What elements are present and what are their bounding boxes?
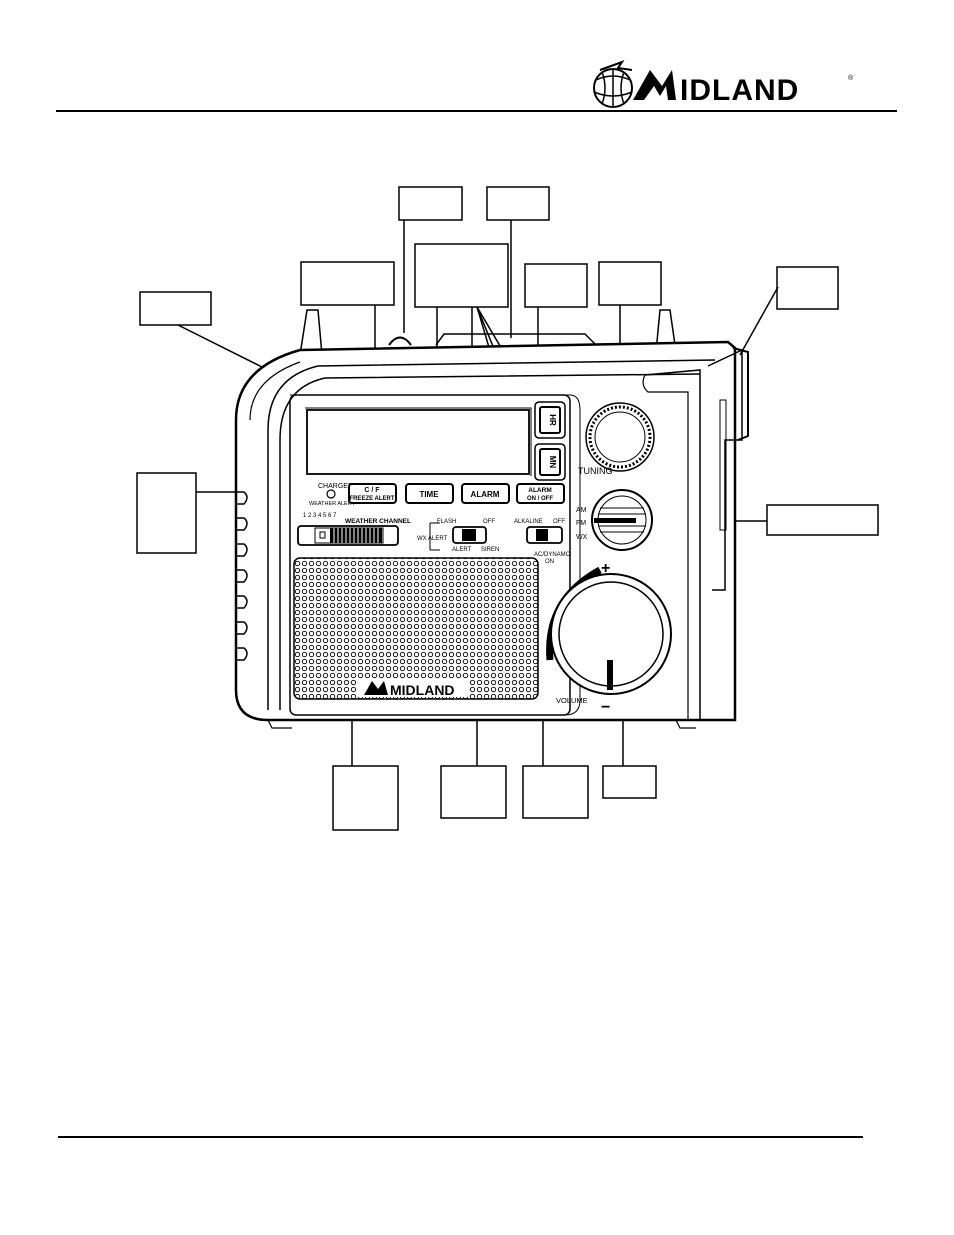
svg-text:1 2 3 4 5 6 7: 1 2 3 4 5 6 7 <box>303 513 337 519</box>
svg-text:WX: WX <box>576 534 588 541</box>
brand-name: IDLAND <box>680 74 799 107</box>
svg-text:OFF: OFF <box>483 519 495 525</box>
svg-text:FLASH: FLASH <box>437 519 456 525</box>
svg-text:WEATHER ALERT: WEATHER ALERT <box>309 501 356 507</box>
callout-box-6 <box>598 261 662 306</box>
svg-text:+: + <box>601 560 610 577</box>
charger-indicator: CHARGER WEATHER ALERT <box>309 483 356 507</box>
svg-text:ALARM: ALARM <box>528 487 551 494</box>
svg-text:ON: ON <box>545 559 554 565</box>
svg-text:FREEZE ALERT: FREEZE ALERT <box>349 496 394 502</box>
svg-text:TIME: TIME <box>419 490 439 499</box>
svg-text:FM: FM <box>576 520 586 527</box>
callout-box-5 <box>524 263 588 308</box>
callout-box-9 <box>136 472 197 554</box>
callout-box-1 <box>398 186 463 221</box>
svg-text:OFF: OFF <box>553 519 565 525</box>
svg-text:SIREN: SIREN <box>481 547 499 553</box>
svg-text:ALKALINE: ALKALINE <box>514 519 543 525</box>
svg-text:WEATHER CHANNEL: WEATHER CHANNEL <box>345 518 411 525</box>
weather-channel-slider[interactable]: 1 2 3 4 5 6 7 WEATHER CHANNEL <box>297 513 411 546</box>
svg-text:MN: MN <box>548 456 557 469</box>
speaker-grille: MIDLAND <box>293 557 539 700</box>
callout-box-13 <box>522 765 589 819</box>
svg-text:ALERT: ALERT <box>452 547 472 553</box>
svg-text:−: − <box>601 699 610 716</box>
svg-text:HR: HR <box>548 414 557 426</box>
svg-text:ALARM: ALARM <box>471 490 500 499</box>
callout-box-8 <box>139 291 212 326</box>
callout-box-11 <box>332 765 399 831</box>
callout-box-10 <box>766 504 879 536</box>
svg-text:VOLUME: VOLUME <box>556 696 588 705</box>
band-labels: AM FM WX <box>576 507 588 541</box>
callout-box-3 <box>300 261 395 306</box>
svg-text:CHARGER: CHARGER <box>318 483 353 490</box>
volume-knob[interactable] <box>546 566 672 695</box>
svg-text:ON / OFF: ON / OFF <box>527 496 553 502</box>
wx-alert-switch[interactable]: FLASH OFF WX ALERT ALERT SIREN <box>417 519 499 553</box>
hr-button[interactable]: HR <box>534 401 566 439</box>
speaker-logo: MIDLAND <box>390 682 455 698</box>
cf-freeze-button[interactable]: C / F FREEZE ALERT <box>348 483 397 504</box>
svg-text:AM: AM <box>576 507 587 514</box>
tuning-label: TUNING <box>578 466 613 476</box>
tuning-knob[interactable] <box>585 402 655 472</box>
midland-logo: IDLAND ® <box>593 60 854 108</box>
time-button[interactable]: TIME <box>405 483 454 504</box>
callout-box-7 <box>776 266 839 310</box>
power-source-switch[interactable]: ALKALINE OFF AC/DYNAMO ON <box>514 519 571 565</box>
callout-box-2 <box>486 186 550 221</box>
alarm-onoff-button[interactable]: ALARM ON / OFF <box>516 483 565 504</box>
callout-box-14 <box>602 765 657 799</box>
svg-text:AC/DYNAMO: AC/DYNAMO <box>534 552 571 558</box>
callout-boxes <box>136 186 879 831</box>
svg-text:WX ALERT: WX ALERT <box>417 536 448 542</box>
svg-text:C / F: C / F <box>364 487 380 494</box>
callout-box-12 <box>440 765 507 819</box>
callout-box-4 <box>414 243 509 308</box>
alarm-button[interactable]: ALARM <box>461 483 510 504</box>
registered-mark: ® <box>848 74 854 82</box>
mn-button[interactable]: MN <box>534 443 566 481</box>
band-selector-knob[interactable] <box>591 489 653 551</box>
volume-labels: + − VOLUME <box>556 560 610 716</box>
